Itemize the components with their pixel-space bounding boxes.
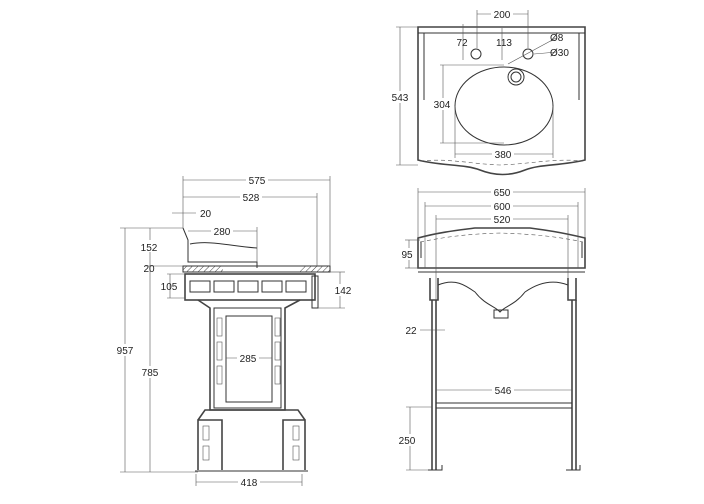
dim-22: 22 — [405, 326, 417, 337]
side-view-dimensions: 575 528 20 280 152 20 105 142 957 785 28… — [114, 174, 354, 489]
dim-105: 105 — [161, 282, 178, 293]
dim-142: 142 — [335, 286, 352, 297]
dim-520: 520 — [494, 215, 511, 226]
dim-380: 380 — [495, 150, 512, 161]
dim-957: 957 — [117, 346, 134, 357]
dim-418: 418 — [241, 478, 258, 489]
front-view-dimensions: 650 600 520 95 22 546 250 — [396, 186, 514, 447]
dim-20-top: 20 — [143, 264, 155, 275]
dim-152: 152 — [141, 243, 158, 254]
dim-72: 72 — [456, 38, 468, 49]
dim-546: 546 — [495, 386, 512, 397]
dim-528: 528 — [243, 193, 260, 204]
dim-200: 200 — [494, 10, 511, 21]
dim-hole-8: Ø8 — [550, 33, 564, 44]
dim-600: 600 — [494, 202, 511, 213]
dim-575: 575 — [249, 176, 266, 187]
dim-113: 113 — [496, 38, 512, 49]
dim-785: 785 — [142, 368, 159, 379]
dim-543: 543 — [392, 93, 409, 104]
top-view: 200 72 113 Ø8 Ø30 304 380 543 — [389, 8, 586, 176]
dim-250: 250 — [399, 436, 416, 447]
top-view-dimensions: 200 72 113 Ø8 Ø30 304 380 543 — [389, 8, 569, 161]
dim-20-lip: 20 — [200, 209, 212, 220]
side-view: 575 528 20 280 152 20 105 142 957 785 28… — [114, 174, 354, 489]
dim-285: 285 — [240, 354, 257, 365]
dim-650: 650 — [494, 188, 511, 199]
dim-304: 304 — [434, 100, 451, 111]
dim-hole-30: Ø30 — [550, 48, 569, 59]
dim-95: 95 — [401, 250, 413, 261]
dim-280: 280 — [214, 227, 231, 238]
front-view: 650 600 520 95 22 546 250 — [396, 186, 586, 471]
